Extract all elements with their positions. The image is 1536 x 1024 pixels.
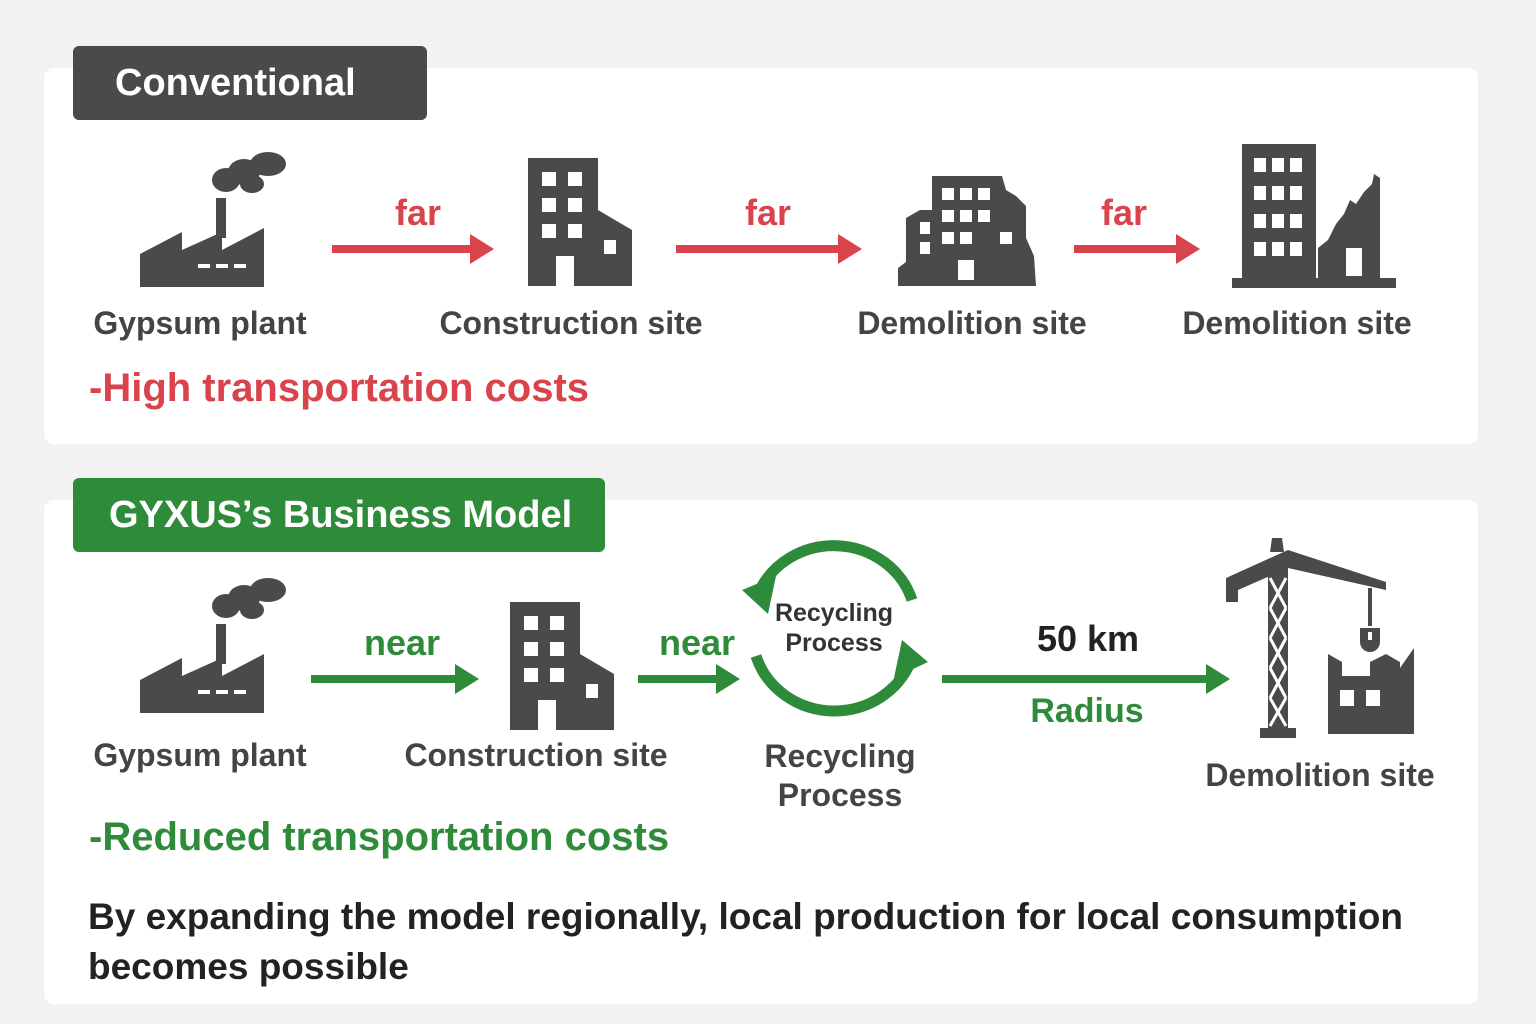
- conv-arrow-1: [332, 232, 496, 266]
- gyxus-note: -Reduced transportation costs: [89, 815, 670, 859]
- gyxus-arrow-2-label: near: [658, 622, 736, 663]
- conv-node-construction-site: Construction site: [439, 305, 703, 341]
- damaged-building-icon: [896, 176, 1038, 286]
- gyxus-node-demolition-site: Demolition site: [1205, 757, 1435, 793]
- recycle-cycle-icon: [736, 536, 932, 722]
- crane-demolition-icon: [1224, 538, 1420, 738]
- conv-arrow-3-label: far: [1100, 192, 1148, 233]
- gyxus-node-gypsum-plant: Gypsum plant: [93, 737, 307, 773]
- gyxus-arrow-1-label: near: [363, 622, 441, 663]
- conv-arrow-2-label: far: [744, 192, 792, 233]
- conv-arrow-1-label: far: [394, 192, 442, 233]
- gyxus-node-construction-site: Construction site: [404, 737, 668, 773]
- conv-note: -High transportation costs: [89, 366, 590, 410]
- factory-icon: [140, 576, 290, 716]
- distance-arrow: [942, 662, 1232, 696]
- conv-node-gypsum-plant: Gypsum plant: [93, 305, 307, 341]
- ruined-building-icon: [1232, 144, 1396, 288]
- gyxus-arrow-2: [638, 662, 742, 696]
- cycle-label: Recycling Process: [774, 599, 894, 657]
- gyxus-node-recycling-process: Recycling Process: [764, 738, 916, 813]
- distance-label: 50 km: [1036, 618, 1140, 659]
- footer-text: By expanding the model regionally, local…: [88, 896, 1403, 987]
- factory-icon: [140, 150, 290, 290]
- conv-arrow-2: [676, 232, 864, 266]
- conv-node-demolition-site-2: Demolition site: [1182, 305, 1412, 341]
- conventional-tag: Conventional: [73, 46, 427, 120]
- radius-label: Radius: [1030, 692, 1144, 730]
- office-building-icon: [528, 158, 632, 286]
- office-building-icon: [510, 602, 614, 730]
- conv-node-demolition-site-1: Demolition site: [857, 305, 1087, 341]
- gyxus-arrow-1: [311, 662, 481, 696]
- conv-arrow-3: [1074, 232, 1202, 266]
- conventional-panel: [44, 68, 1478, 444]
- gyxus-tag: GYXUS’s Business Model: [73, 478, 605, 552]
